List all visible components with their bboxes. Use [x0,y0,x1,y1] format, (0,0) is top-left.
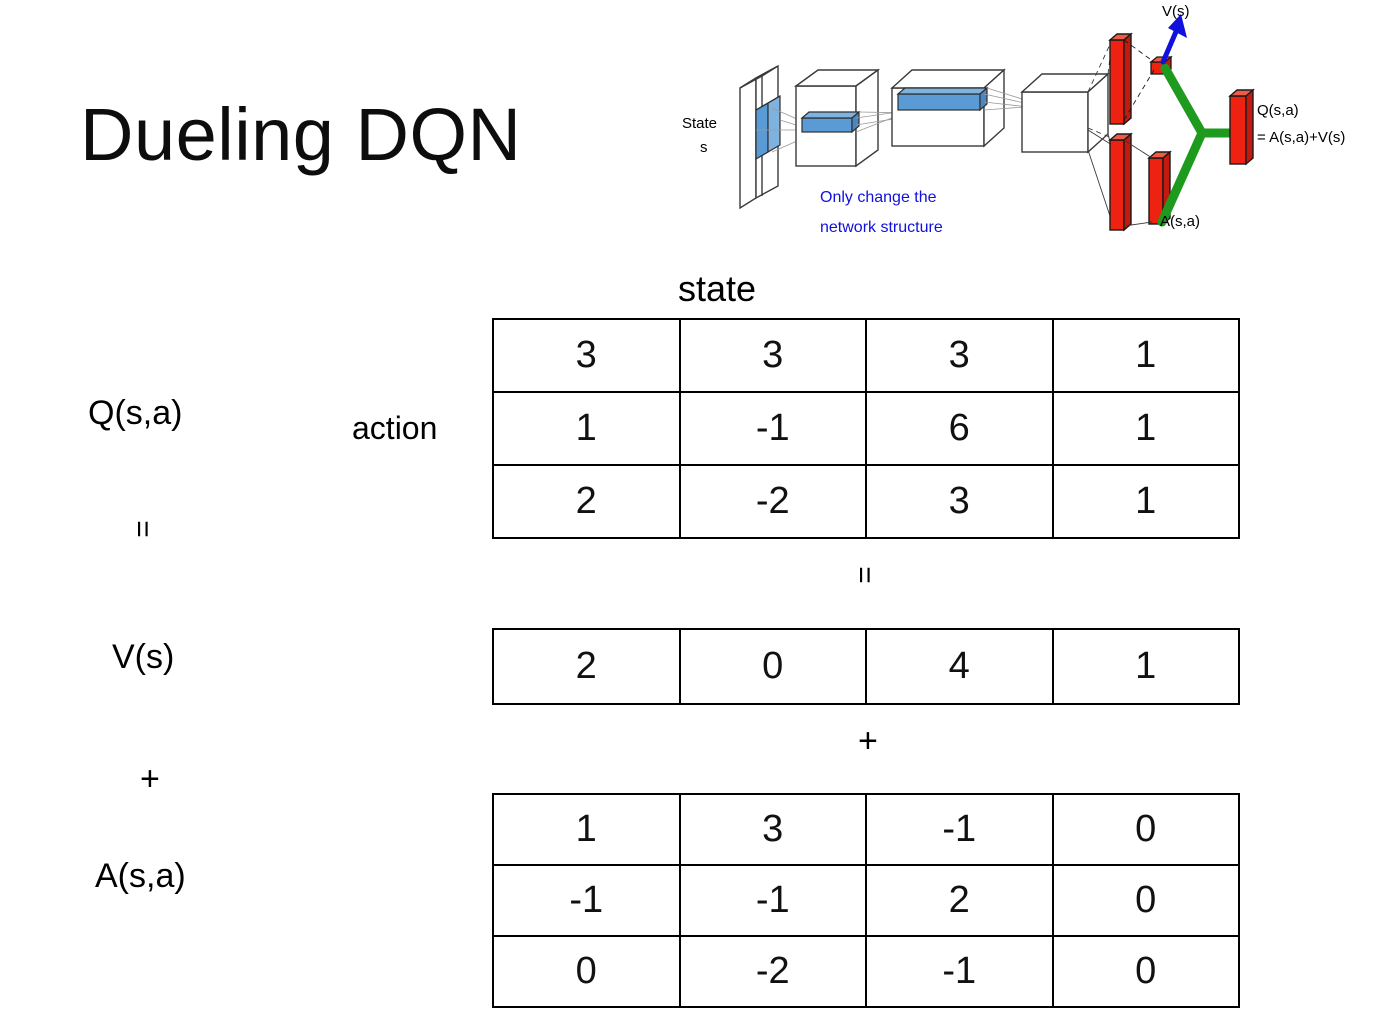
table-cell: 0 [1051,864,1240,937]
v-function-label: V(s) [112,638,175,676]
q-output-label-line1: Q(s,a) [1257,102,1299,119]
table-cell: -1 [678,864,867,937]
state-label-line2: s [700,139,708,156]
action-axis-label: action [352,410,438,446]
advantage-stream-fc-bar [1108,132,1133,232]
value-stream-fc-bar [1108,32,1133,126]
table-cell: 0 [1051,793,1240,866]
a-function-label: A(s,a) [95,857,186,895]
page-title: Dueling DQN [80,93,522,176]
table-cell: 2 [492,464,681,539]
table-cell: -1 [865,793,1054,866]
plus-symbol-left: + [140,760,160,798]
table-cell: 1 [492,391,681,466]
table-cell: -1 [865,935,1054,1008]
value-label: V(s) [1162,3,1190,20]
advantage-stream-edges [1123,139,1153,227]
table-cell: 0 [1051,935,1240,1008]
table-cell: -1 [678,391,867,466]
table-cell: 6 [865,391,1054,466]
table-cell: 2 [865,864,1054,937]
plus-symbol-middle: + [858,722,878,760]
table-cell: 1 [1051,464,1240,539]
state-label-line1: State [682,115,717,132]
table-cell: 2 [492,628,681,705]
table-cell: 1 [1051,628,1240,705]
table-cell: -1 [492,864,681,937]
q-output-bar [1228,88,1255,166]
conv-filter-2-icon [896,86,989,112]
value-arrow-icon [1160,14,1187,65]
q-output-label-line2: = A(s,a)+V(s) [1257,129,1345,146]
equals-symbol-left: = [125,520,159,538]
note-line1: Only change the [820,189,937,206]
table-cell: 1 [1051,391,1240,466]
advantage-label: A(s,a) [1160,213,1200,230]
table-cell: 0 [678,628,867,705]
table-cell: -2 [678,935,867,1008]
value-stream-edges [1123,39,1155,121]
dueling-network-diagram: State s Only change the network structur… [660,0,1384,250]
table-cell: 3 [865,464,1054,539]
state-axis-label: state [677,268,757,309]
table-cell: 3 [492,318,681,393]
equals-symbol-middle: = [847,566,881,584]
conv-block-3 [1020,72,1110,154]
note-line2: network structure [820,219,943,236]
aggregation-merge-lines [1157,63,1236,227]
table-cell: 3 [678,318,867,393]
table-cell: 1 [492,793,681,866]
table-cell: 3 [865,318,1054,393]
state-axis-caption: state [0,268,1384,310]
table-cell: 0 [492,935,681,1008]
table-cell: 3 [678,793,867,866]
table-cell: -2 [678,464,867,539]
table-cell: 1 [1051,318,1240,393]
conv-filter-1-icon [800,110,861,134]
q-function-label: Q(s,a) [88,394,183,432]
table-cell: 4 [865,628,1054,705]
